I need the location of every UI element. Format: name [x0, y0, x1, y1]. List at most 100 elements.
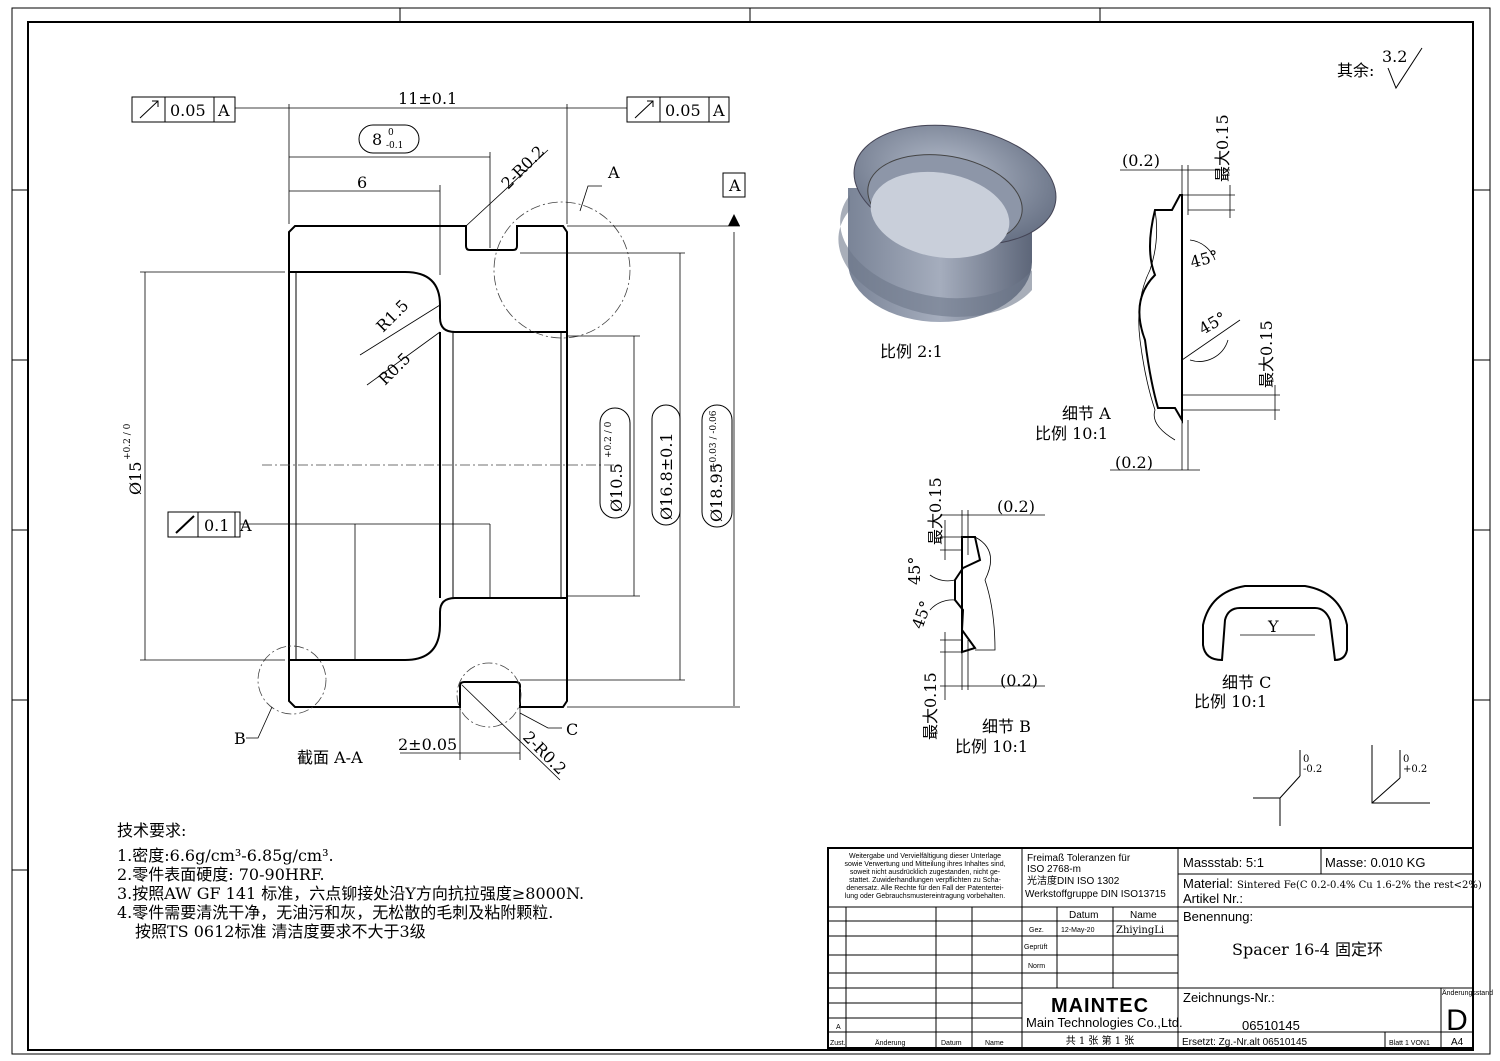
- detail-c-marker: C: [566, 720, 578, 739]
- tolerance-line: Freimaß Toleranzen für: [1027, 853, 1131, 864]
- tolerance-line: ISO 2768-m: [1027, 864, 1081, 875]
- detail-a-title: 细节 A: [1062, 404, 1111, 423]
- drawn-label: Gez.: [1029, 927, 1044, 934]
- edge-symbol-lower: +0.2: [1403, 764, 1427, 775]
- runout-frame-left: 0.05 A: [131, 96, 236, 123]
- detail-a-scale: 比例 10:1: [1035, 424, 1108, 443]
- checked-label: Geprüft: [1024, 944, 1047, 951]
- copyright-line: Weitergabe und Vervielfältigung dieser U…: [849, 853, 1001, 860]
- detail-b-max-bottom: 最大0.15: [921, 672, 940, 740]
- roughness-check-icon: [1387, 47, 1423, 90]
- detail-c-title: 细节 C: [1222, 673, 1271, 692]
- dim-depth-6: 6: [357, 173, 367, 192]
- dim-depth-8: 8: [372, 130, 382, 149]
- rev-header-name: Name: [985, 1040, 1004, 1047]
- copyright-line: lung oder Gebrauchsmustereintragung vorb…: [845, 893, 1005, 900]
- detail-a-max-bottom: 最大0.15: [1257, 320, 1276, 388]
- detail-c-circle: [456, 662, 522, 728]
- revision-value: D: [1446, 1004, 1468, 1037]
- detail-a-dim-bottom: (0.2): [1115, 453, 1153, 472]
- zone-ticks: [12, 8, 1490, 871]
- detail-b-title: 细节 B: [982, 717, 1031, 736]
- title-block: Weitergabe und Vervielfältigung dieser U…: [827, 847, 1493, 1049]
- technical-requirements: 技术要求: 1.密度:6.6g/cm³-6.85g/cm³. 2.零件表面硬度:…: [117, 821, 584, 941]
- mass-field: Masse: 0.010 KG: [1325, 855, 1425, 870]
- runout-tolerance: 0.05: [170, 101, 206, 120]
- runout-tolerance: 0.05: [665, 101, 701, 120]
- designation-value: Spacer 16-4 固定环: [1232, 940, 1383, 959]
- detail-b-scale: 比例 10:1: [955, 737, 1028, 756]
- tech-req-item: 4.零件需要清洗干净，无油污和灰，无松散的毛刺及粘附颗粒.: [117, 903, 553, 922]
- runout-frame-bore: 0.1 A: [167, 511, 252, 538]
- maintec-logo: MAINTEC: [1051, 995, 1149, 1017]
- detail-c-scale: 比例 10:1: [1194, 692, 1267, 711]
- edge-symbol-1: 0 -0.2: [1253, 750, 1322, 826]
- detail-a-angle-top: 45°: [1188, 246, 1220, 272]
- detail-b-dim-top: (0.2): [997, 497, 1035, 516]
- section-wall-top: [288, 225, 568, 333]
- revision-row-letter: A: [836, 1024, 841, 1031]
- section-title: 截面 A-A: [297, 748, 363, 767]
- runout-frame-right: 0.05 A: [626, 96, 730, 123]
- drawn-name: ZhiyingLi: [1116, 925, 1164, 936]
- detail-b-circle: [257, 645, 327, 715]
- detail-a-dim-top: (0.2): [1122, 151, 1160, 170]
- material-value: Sintered Fe(C 0.2-0.4% Cu 1.6-2% the res…: [1237, 880, 1482, 891]
- material-label: Material:: [1183, 876, 1233, 891]
- name-header: Name: [1130, 910, 1157, 921]
- detail-b: (0.2) 最大0.15 45° 45° (0.2) 最大0.15 细节 B 比…: [905, 477, 1045, 756]
- runout-tolerance: 0.1: [204, 516, 229, 535]
- datum-triangle: [728, 214, 740, 226]
- detail-a-angle-bottom: 45°: [1196, 308, 1230, 339]
- article-number-label: Artikel Nr.:: [1183, 891, 1243, 906]
- dim-groove-radius-top: 2-R0.2: [497, 142, 548, 193]
- section-view-a-a: A B C A: [123, 89, 746, 781]
- dim-groove-radius-bottom: 2-R0.2: [519, 727, 570, 778]
- designation-label: Benennung:: [1183, 909, 1253, 924]
- dim-dia-18-95-tol: +0.03 / -0.06: [709, 410, 719, 470]
- rev-header-change: Änderung: [875, 1039, 905, 1047]
- drawn-date: 12-May-20: [1061, 927, 1095, 934]
- detail-a-max-top: 最大0.15: [1213, 114, 1232, 182]
- detail-b-angle-top: 45°: [905, 557, 924, 585]
- runout-datum: A: [239, 516, 252, 535]
- sheet-field: Blatt 1 VON1: [1389, 1040, 1430, 1047]
- detail-a-circle: [493, 201, 631, 339]
- dim-dia-16-8: Ø16.8±0.1: [657, 432, 676, 520]
- runout-arrow-icon: [139, 100, 159, 119]
- tolerance-line: 光洁度DIN ISO 1302: [1027, 874, 1120, 887]
- revision-label: Änderungsstand: [1442, 989, 1493, 997]
- rev-header-status: Zust.: [830, 1040, 846, 1047]
- runout-arrow-icon: [175, 515, 195, 534]
- detail-b-angle-bottom: 45°: [908, 598, 936, 631]
- copyright-line: soweit nicht ausdrücklich zugestanden, n…: [850, 869, 1001, 876]
- dim-dia-10-5: Ø10.5: [607, 463, 626, 512]
- isometric-view: 比例 2:1: [838, 124, 1057, 361]
- surface-finish-note: 其余: 3.2: [1337, 47, 1423, 90]
- surface-note-label: 其余:: [1337, 61, 1374, 80]
- dim-length: 11±0.1: [398, 89, 457, 108]
- tolerance-line: Werkstoffgruppe DIN ISO13715: [1025, 889, 1166, 900]
- format-field: A4: [1451, 1037, 1464, 1048]
- detail-b-max-top: 最大0.15: [926, 477, 945, 545]
- edge-symbol-upper: 0: [1303, 754, 1309, 765]
- edge-symbol-lower: -0.2: [1303, 764, 1322, 775]
- runout-datum: A: [217, 101, 230, 120]
- tech-req-item: 1.密度:6.6g/cm³-6.85g/cm³.: [117, 846, 334, 865]
- datum-label: A: [728, 176, 741, 195]
- sheet-count: 共 1 张 第 1 张: [1066, 1034, 1135, 1047]
- edge-symbol-upper: 0: [1403, 754, 1409, 765]
- detail-a-marker: A: [607, 163, 620, 182]
- tech-req-title: 技术要求:: [117, 821, 186, 840]
- runout-datum: A: [712, 101, 725, 120]
- detail-c: Y 细节 C 比例 10:1: [1194, 585, 1348, 711]
- tech-req-item: 3.按照AW GF 141 标准，六点铆接处沿Y方向抗拉强度≥8000N.: [117, 884, 584, 903]
- copyright-line: stattet. Zuwiderhandlungen verpflichten …: [849, 877, 1001, 884]
- drawing-number-value: 06510145: [1242, 1018, 1300, 1033]
- scale-field: Massstab: 5:1: [1183, 855, 1264, 870]
- tech-req-item: 按照TS 0612标准 清洁度要求不大于3级: [135, 922, 426, 941]
- dim-dia-18-95: Ø18.95: [707, 463, 726, 522]
- outer-frame: [11, 7, 1491, 1055]
- tech-req-item: 2.零件表面硬度: 70-90HRF.: [117, 865, 325, 884]
- runout-arrow-icon: [634, 100, 654, 119]
